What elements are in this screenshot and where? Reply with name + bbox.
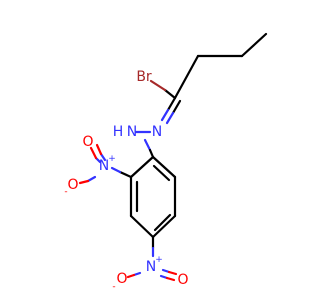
atom-hydrazine-nitrogen: N: [127, 124, 137, 140]
charge-nitro2-plus: +: [155, 255, 163, 265]
bond-c-n-double-a1: [166, 96, 177, 112]
atom-imine-nitrogen: N: [152, 124, 162, 140]
bond-nitro1-oleft-o: [78, 179, 90, 185]
bond-nh-c-b: [148, 148, 155, 159]
atom-nitro2-oxygen-left: O: [116, 271, 127, 287]
bond-c-br-black: [163, 88, 177, 100]
ring-inner-2: [153, 213, 172, 232]
atom-nitro1-nitrogen: N: [99, 158, 109, 174]
bond-c-br-red: [149, 79, 167, 92]
charge-nitro1-minus: -: [64, 187, 67, 197]
ring-bond-4: [151, 214, 177, 239]
atom-nitro1-oxygen-left: O: [67, 177, 78, 193]
bond-nitro2-oright-o1: [167, 270, 178, 276]
bond-c-n-double-b1: [171, 99, 182, 115]
atom-nitro2-oxygen-right: O: [177, 272, 188, 288]
bond-nitro1-otop-n2: [99, 152, 107, 162]
bond-c-n-double-a2: [160, 108, 170, 122]
bond-nitro1-otop-o2: [95, 143, 103, 156]
bond-nitro1-otop-o1: [89, 146, 98, 160]
bond-c1-c2: [173, 54, 200, 100]
structure-diagram: Br N H N N + O O - N + O - O: [64, 32, 268, 292]
bond-c-n-double-b2: [165, 111, 175, 125]
bond-nitro2-oleft-o: [126, 273, 136, 279]
bond-nitro2-oright-o2: [165, 276, 176, 282]
bond-nitro1-oleft-n: [86, 175, 97, 183]
bond-c3-c4: [240, 32, 268, 58]
atom-nitro2-nitrogen: N: [146, 259, 156, 275]
atom-nitro1-oxygen-top: O: [82, 134, 93, 150]
ring-bond-1: [129, 155, 155, 179]
atom-bromine: Br: [136, 69, 152, 85]
ring-inner-3: [152, 164, 171, 182]
molecule-canvas: Br N H N N + O O - N + O - O: [64, 32, 268, 292]
bond-ring-nitro1-a: [118, 170, 133, 179]
bond-nh-c-a: [143, 138, 152, 152]
charge-nitro1-plus: +: [108, 154, 116, 164]
ring-bond-3: [129, 214, 155, 239]
charge-nitro2-minus: -: [112, 282, 115, 292]
bond-ring-nitro1-b: [110, 166, 122, 174]
ring-bond-6: [151, 155, 177, 179]
atom-hydrazine-h: H: [113, 124, 124, 140]
